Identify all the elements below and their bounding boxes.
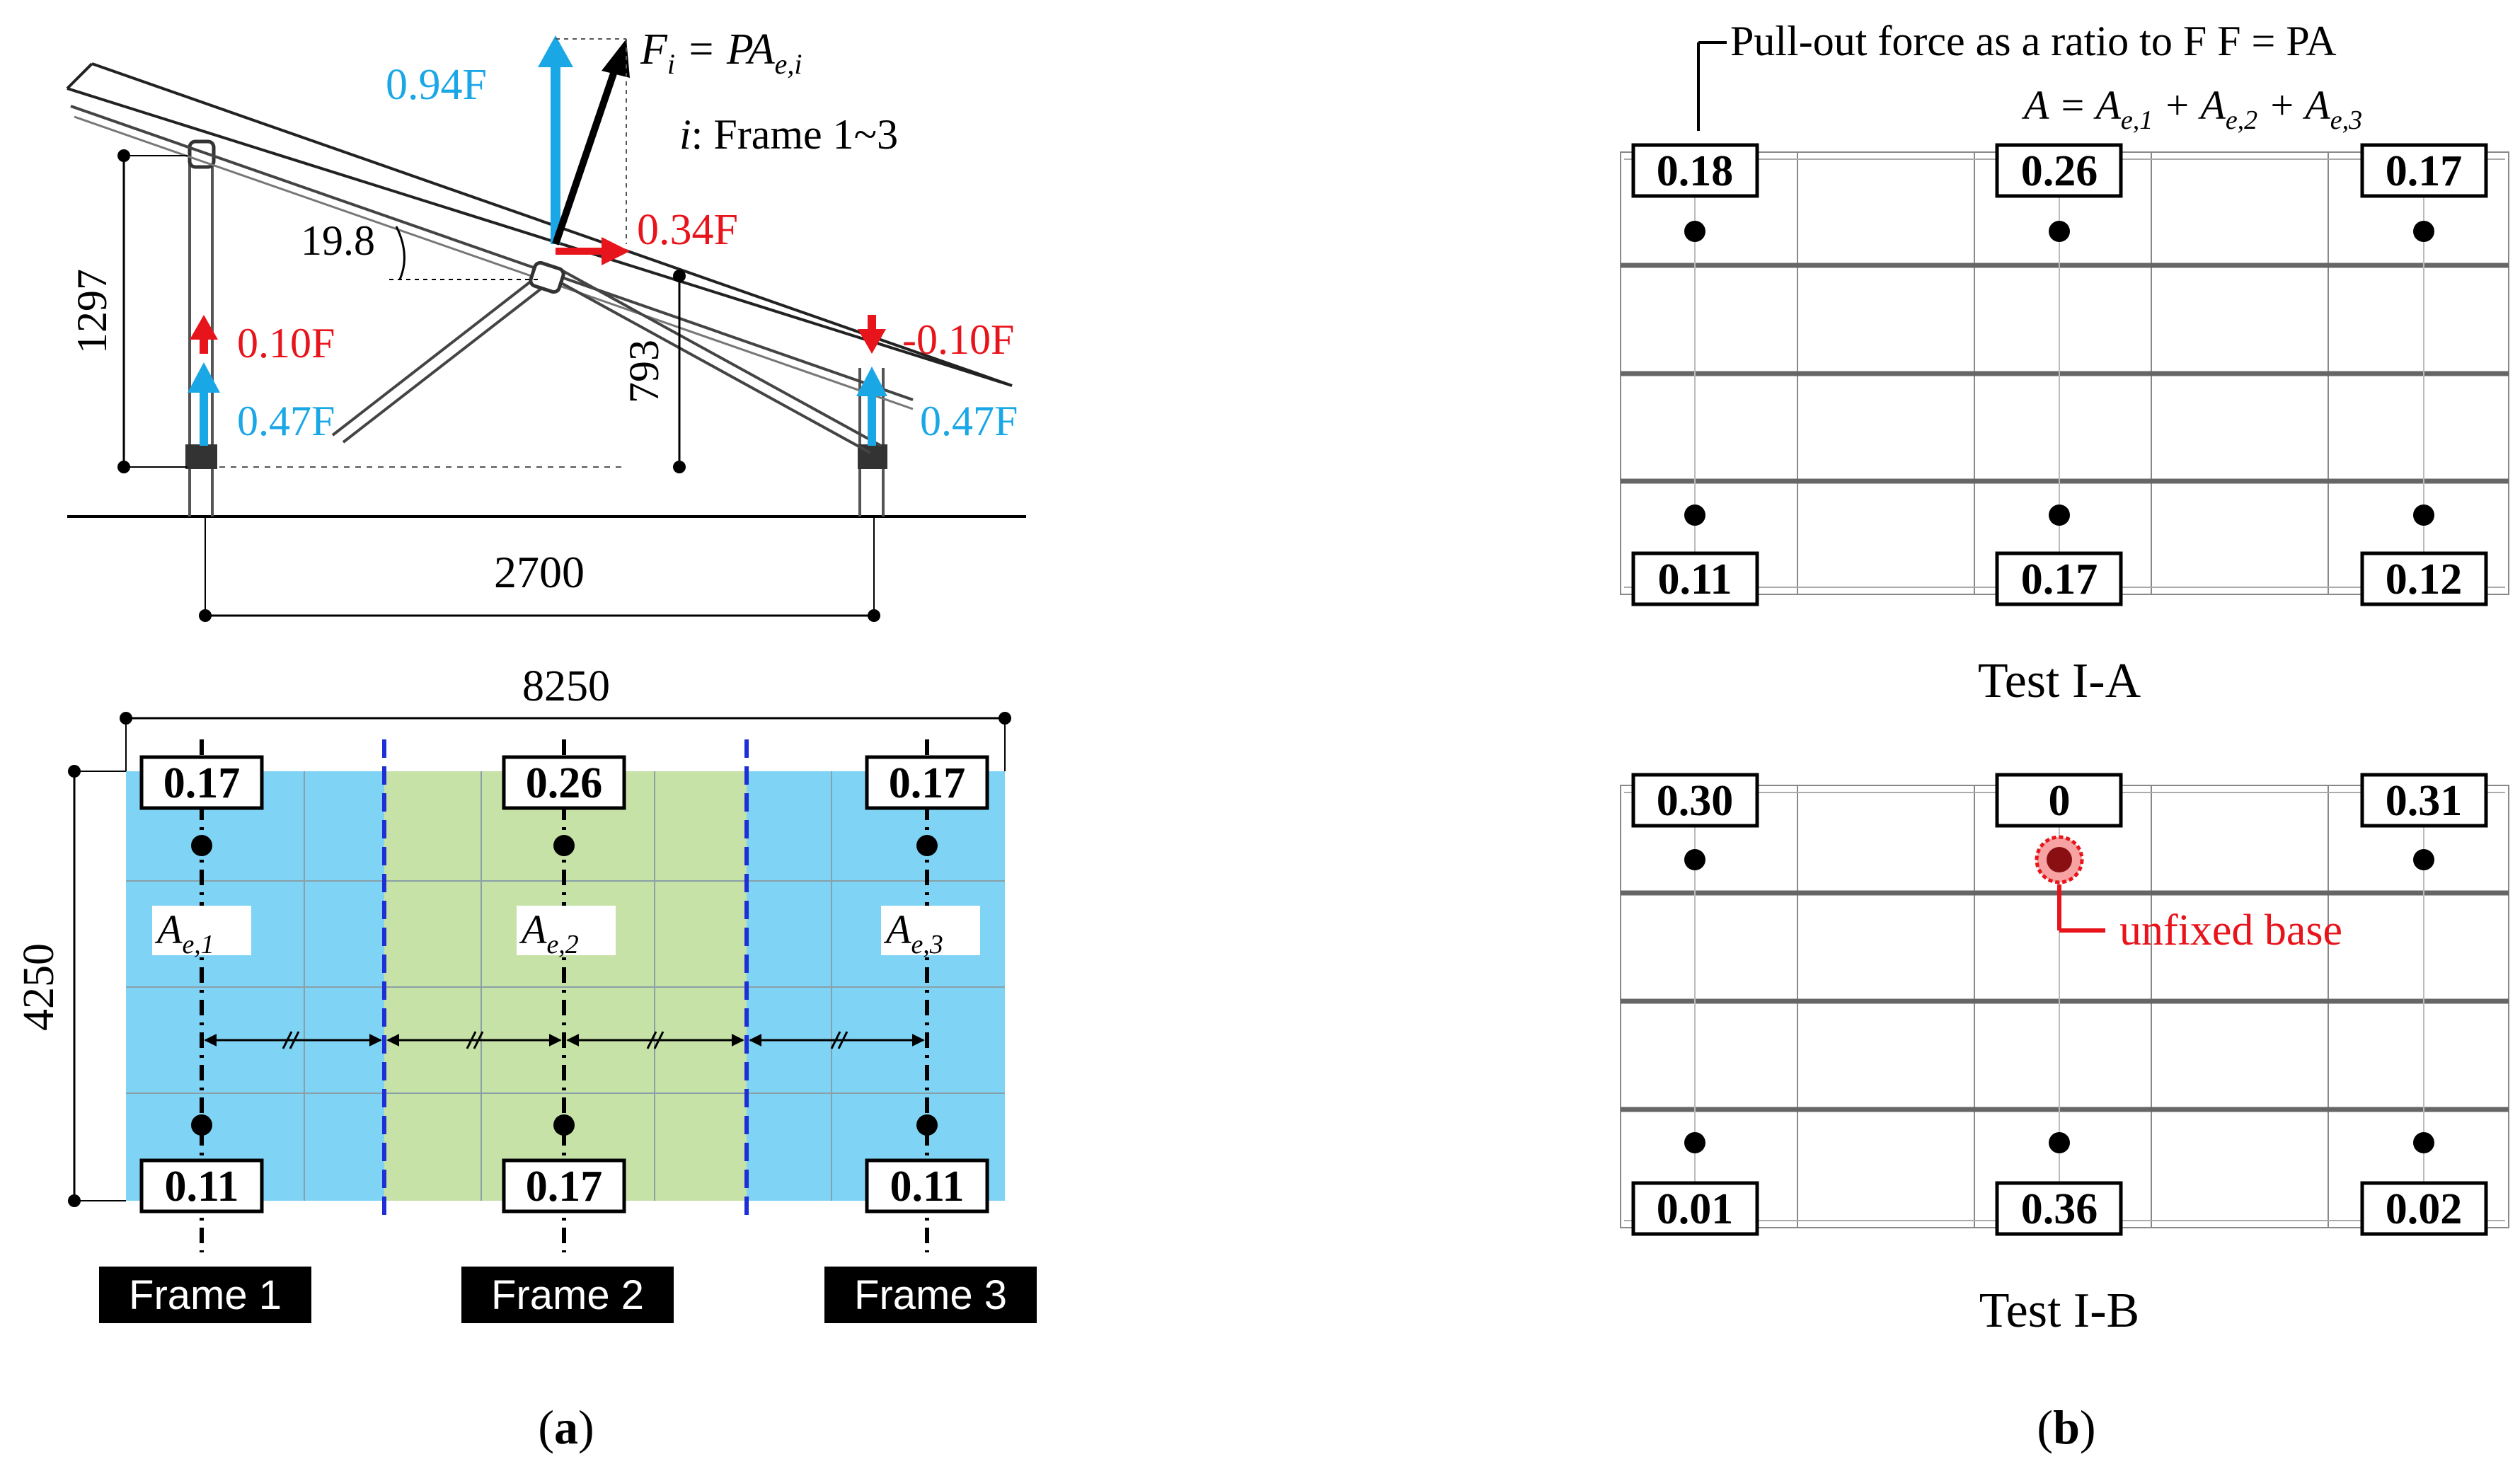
force-right-red-label: -0.10F [902, 316, 1014, 363]
plan-bottom-value-2: 0.17 [526, 1163, 603, 1211]
force-right-blue: 0.47F [856, 367, 1018, 446]
base-dot [1684, 221, 1705, 242]
dim-mid-height-label: 793 [621, 340, 667, 403]
angle-mark: 19.8 [301, 217, 538, 280]
test-a-bottom-value-3: 0.12 [2386, 555, 2463, 604]
plan-top-value-1: 0.17 [163, 759, 241, 807]
force-left-red-label: 0.10F [237, 320, 335, 367]
dim-height-plan-label: 4250 [15, 943, 63, 1031]
base-dot [553, 835, 575, 856]
plan-grid [126, 771, 1005, 1201]
dimension-8250: 8250 [120, 662, 1011, 771]
braces [331, 260, 882, 454]
plan-bottom-value-1: 0.11 [164, 1163, 238, 1211]
test-a-bottom-value-2: 0.17 [2021, 555, 2098, 604]
unfixed-base-marker: unfixed base [2035, 835, 2342, 955]
test-b-top-value-2: 0 [2049, 777, 2071, 825]
force-left-blue: 0.47F [188, 362, 335, 446]
tributary-arrows [204, 1031, 925, 1049]
base-dot [553, 1114, 575, 1136]
base-dot [2413, 505, 2434, 526]
force-horizontal-label: 0.34F [637, 206, 738, 254]
dim-width-label: 8250 [522, 662, 610, 710]
plan-top-value-2: 0.26 [526, 759, 603, 807]
frame-label-3: Frame 3 [854, 1272, 1007, 1318]
test-a-top-value-3: 0.17 [2386, 147, 2463, 195]
force-top-vertical-label: 0.94F [386, 61, 487, 109]
frame-note: i: Frame 1~3 [679, 111, 898, 158]
test-b-base-dots [1684, 849, 2434, 1153]
test-a-grid [1620, 151, 2509, 595]
area-labels: Ae,1 Ae,2 Ae,3 [152, 906, 980, 959]
area-label-1: Ae,1 [154, 906, 214, 959]
area-frame-3 [747, 771, 1005, 1201]
frame-labels: Frame 1 Frame 2 Frame 3 [99, 1267, 1037, 1323]
base-dot [2049, 1132, 2070, 1153]
base-dot [2413, 1132, 2434, 1153]
caption-a: (a) [538, 1400, 594, 1454]
base-dot [2049, 221, 2070, 242]
base-dot [2413, 849, 2434, 870]
dimension-4250: 4250 [15, 765, 126, 1207]
header-line-1: Pull-out force as a ratio to F F = PA [1730, 18, 2337, 64]
force-horizontal: 0.34F [556, 206, 738, 265]
header-line-2: A = Ae,1 + Ae,2 + Ae,3 [2021, 82, 2362, 135]
caption-b: (b) [2037, 1400, 2095, 1454]
test-a-title: Test I-A [1978, 654, 2141, 708]
area-label-2: Ae,2 [519, 906, 579, 959]
area-label-3: Ae,3 [883, 906, 943, 959]
base-dot [1684, 849, 1705, 870]
base-dot [916, 1114, 938, 1136]
test-b-top-value-1: 0.30 [1657, 777, 1734, 825]
test-b-bottom-value-1: 0.01 [1657, 1185, 1734, 1233]
plan-value-boxes: 0.17 0.26 0.17 0.11 0.17 0.11 [139, 755, 989, 1213]
frame-label-1: Frame 1 [129, 1272, 282, 1318]
plan-top-value-3: 0.17 [889, 759, 966, 807]
force-top-vertical: 0.94F [386, 35, 573, 244]
test-b-top-value-3: 0.31 [2386, 777, 2463, 825]
test-a-top-value-2: 0.26 [2021, 147, 2098, 195]
equation: Fi = PAe,i [640, 25, 802, 80]
force-right-blue-label: 0.47F [920, 398, 1018, 444]
test-b-bottom-value-2: 0.36 [2021, 1185, 2098, 1233]
base-dot [191, 835, 212, 856]
test-a-top-value-1: 0.18 [1657, 147, 1734, 195]
test-b-value-boxes: 0.30 0 0.31 0.01 0.36 0.02 [1631, 773, 2488, 1236]
test-b-bottom-value-3: 0.02 [2386, 1185, 2463, 1233]
plan-base-dots [191, 835, 938, 1136]
force-left-blue-label: 0.47F [237, 398, 335, 444]
header-note: Pull-out force as a ratio to F F = PA A … [1697, 18, 2362, 135]
angle-label: 19.8 [301, 217, 375, 264]
force-left-red: 0.10F [190, 315, 335, 367]
base-dot [1684, 505, 1705, 526]
base-dot [916, 835, 938, 856]
dim-height-label: 1297 [69, 269, 115, 354]
force-resultant [552, 38, 630, 246]
base-dot [191, 1114, 212, 1136]
plan-view: 8250 4250 [15, 662, 1037, 1454]
panel-b: Pull-out force as a ratio to F F = PA A … [1620, 18, 2509, 1454]
force-right-red: -0.10F [858, 315, 1014, 363]
base-dot [2413, 221, 2434, 242]
unfixed-base-label: unfixed base [2119, 906, 2342, 955]
dimension-1297: 1297 [69, 149, 188, 473]
base-dot [1684, 1132, 1705, 1153]
test-a-value-boxes: 0.18 0.26 0.17 0.11 0.17 0.12 [1631, 143, 2488, 606]
side-view: 1297 793 2700 19.8 0.94F [66, 25, 1026, 622]
area-frame-1 [126, 771, 384, 1201]
test-a-bottom-value-1: 0.11 [1657, 555, 1732, 604]
dim-span-label: 2700 [494, 547, 585, 597]
dimension-2700: 2700 [199, 517, 880, 622]
dimension-793: 793 [219, 270, 686, 473]
test-a-base-dots [1684, 221, 2434, 526]
base-dot [2049, 505, 2070, 526]
plan-bottom-value-3: 0.11 [890, 1163, 964, 1211]
test-b-title: Test I-B [1979, 1284, 2139, 1338]
frame-label-2: Frame 2 [491, 1272, 644, 1318]
